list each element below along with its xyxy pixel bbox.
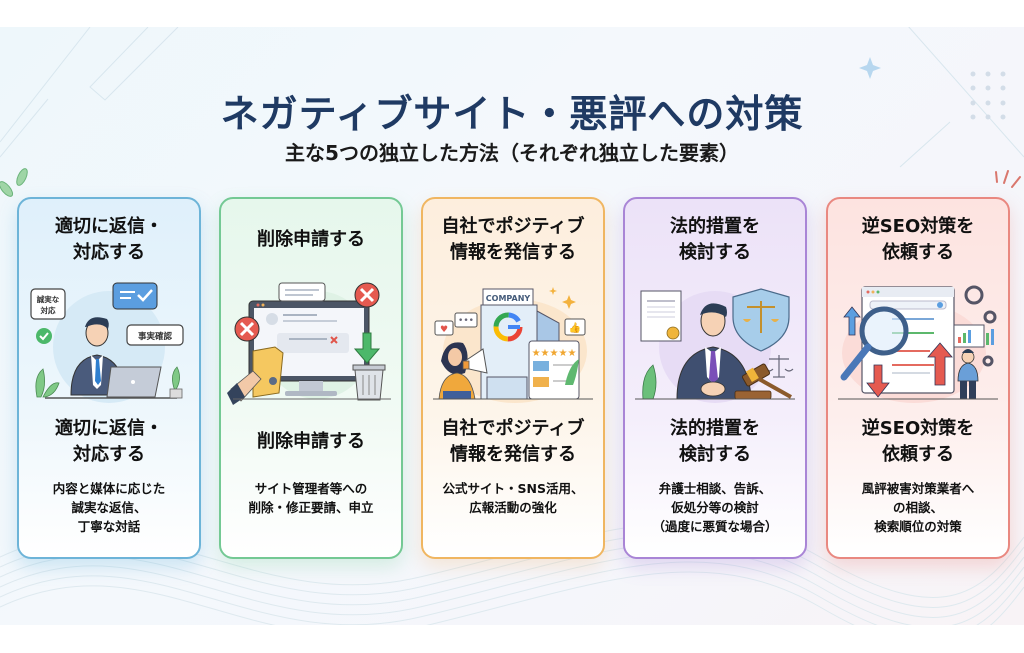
infographic-canvas: ネガティブサイト・悪評への対策 主な5つの独立した方法（それぞれ独立した要素） … <box>0 27 1024 625</box>
card-heading: 逆SEO対策を 依頼する <box>861 418 975 465</box>
card-legal-action: 法的措置を 検討する <box>623 197 807 559</box>
check-circle-icon <box>36 328 52 344</box>
svg-text:👍: 👍 <box>569 321 581 334</box>
chat-check-icon <box>112 282 158 310</box>
page-subtitle: 主な5つの独立した方法（それぞれ独立した要素） <box>285 141 739 165</box>
company-megaphone-illustration: COMPANY ★★★★★ ♥ ••• 👍 <box>433 287 593 403</box>
card-description: 内容と媒体に応じた 誠実な返信、 丁寧な対話 <box>52 481 166 534</box>
gavel-icon <box>734 363 792 400</box>
document-icon <box>252 346 284 398</box>
bubble-fact-check: 事実確認 <box>138 331 173 342</box>
shield-scales-icon <box>732 288 790 352</box>
card-deletion-request: 削除申請する <box>219 197 403 559</box>
card-heading: 適切に返信・ 対応する <box>55 418 163 465</box>
card-title: 適切に返信・ 対応する <box>55 216 163 263</box>
lawyer-illustration <box>635 288 795 403</box>
card-description: 風評被害対策業者へ の相談、 検索順位の対策 <box>861 481 975 534</box>
sparkle-icon <box>859 57 881 79</box>
up-arrow-icon <box>927 342 953 386</box>
company-sign: COMPANY <box>486 294 531 303</box>
card-heading: 削除申請する <box>257 431 365 452</box>
card-reverse-seo: 逆SEO対策を 依頼する <box>826 197 1010 559</box>
magnifier-icon <box>840 306 909 381</box>
card-title: 法的措置を 検討する <box>670 216 760 263</box>
card-reply-respond: 適切に返信・ 対応する 誠実な 対応 事実確認 <box>17 197 201 559</box>
card-description: サイト管理者等への 削除・修正要請、申立 <box>248 481 374 515</box>
bubble-honest-response: 誠実な <box>37 294 60 304</box>
reject-icon <box>354 282 380 308</box>
card-title: 削除申請する <box>257 229 365 250</box>
down-arrow-icon <box>353 332 381 364</box>
card-title: 逆SEO対策を 依頼する <box>861 216 975 263</box>
sparkle-icon <box>562 295 576 309</box>
svg-text:対応: 対応 <box>40 305 56 315</box>
down-arrow-icon <box>866 364 890 398</box>
chat-dots-icon: ••• <box>454 312 478 328</box>
trash-icon <box>352 364 386 401</box>
heart-bubble-icon: ♥ <box>434 320 454 336</box>
card-description: 弁護士相談、告訴、 仮処分等の検討 （過度に悪質な場合） <box>652 481 778 534</box>
x-mark-icon <box>330 336 338 344</box>
up-arrow-icon <box>843 306 861 336</box>
deletion-request-illustration <box>227 282 391 405</box>
gear-icon <box>964 285 997 367</box>
reject-icon <box>234 316 260 342</box>
reverse-seo-illustration <box>838 285 998 403</box>
card-heading: 法的措置を 検討する <box>670 418 760 465</box>
thumbs-up-icon: 👍 <box>564 318 586 336</box>
card-heading: 自社でポジティブ 情報を発信する <box>441 418 585 465</box>
svg-text:♥: ♥ <box>440 325 448 335</box>
dot-grid-decoration <box>970 71 1006 120</box>
card-title: 自社でポジティブ 情報を発信する <box>441 216 585 263</box>
card-description: 公式サイト・SNS活用、 広報活動の強化 <box>442 481 584 515</box>
certificate-icon <box>640 290 682 342</box>
svg-text:•••: ••• <box>458 316 474 326</box>
g-logo-icon <box>493 312 523 342</box>
card-positive-info: 自社でポジティブ 情報を発信する COMPANY ★★★★★ <box>421 197 605 559</box>
megaphone-icon <box>462 348 488 374</box>
businessman-laptop-illustration: 誠実な 対応 事実確認 <box>30 282 184 403</box>
page-title: ネガティブサイト・悪評への対策 <box>220 92 804 136</box>
rating-stars: ★★★★★ <box>532 348 577 359</box>
bar-chart-icon <box>953 324 994 348</box>
